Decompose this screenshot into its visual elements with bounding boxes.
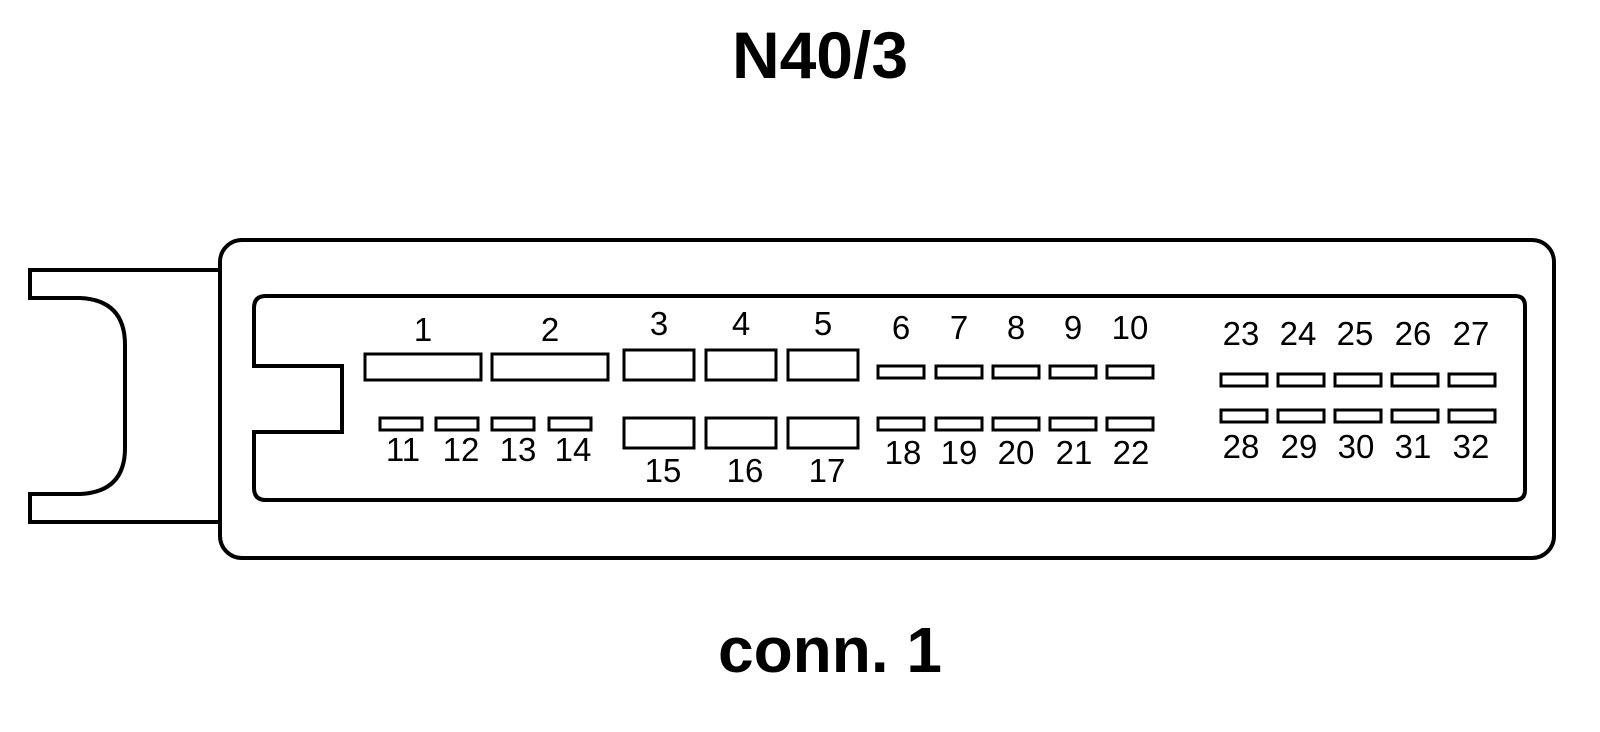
pin-number-23: 23 xyxy=(1223,315,1260,352)
pin-number-3: 3 xyxy=(650,305,668,342)
pin-terminal-3 xyxy=(622,348,696,382)
pin-terminal-31 xyxy=(1390,408,1440,424)
pin-terminal-16 xyxy=(704,416,778,450)
pin-number-29: 29 xyxy=(1281,428,1318,465)
pin-number-22: 22 xyxy=(1113,434,1150,471)
pin-terminal-25 xyxy=(1333,372,1383,388)
pin-terminal-29 xyxy=(1276,408,1326,424)
pin-number-10: 10 xyxy=(1112,309,1149,346)
pin-terminal-17 xyxy=(786,416,860,450)
pin-terminal-10 xyxy=(1105,364,1155,380)
pin-terminal-26 xyxy=(1390,372,1440,388)
pin-number-16: 16 xyxy=(727,452,764,489)
pin-number-26: 26 xyxy=(1395,315,1432,352)
pin-terminal-2 xyxy=(490,352,610,382)
pin-number-21: 21 xyxy=(1056,434,1093,471)
pin-number-18: 18 xyxy=(885,434,922,471)
pin-terminal-1 xyxy=(363,352,483,382)
pin-terminal-30 xyxy=(1333,408,1383,424)
pin-number-14: 14 xyxy=(555,431,592,468)
pin-terminal-6 xyxy=(876,364,926,380)
pin-terminal-18 xyxy=(876,416,926,432)
pin-number-13: 13 xyxy=(500,431,537,468)
pin-number-32: 32 xyxy=(1453,428,1490,465)
pin-terminal-14 xyxy=(547,416,593,432)
connector-caption: conn. 1 xyxy=(718,614,942,686)
pin-terminals xyxy=(363,348,1497,450)
pin-terminal-8 xyxy=(991,364,1041,380)
pin-number-6: 6 xyxy=(892,309,910,346)
pin-number-11: 11 xyxy=(386,431,420,468)
pin-number-5: 5 xyxy=(814,305,832,342)
pin-number-25: 25 xyxy=(1337,315,1374,352)
pin-terminal-7 xyxy=(934,364,984,380)
pin-number-20: 20 xyxy=(998,434,1035,471)
pin-terminal-15 xyxy=(622,416,696,450)
pin-number-8: 8 xyxy=(1007,309,1025,346)
pin-number-19: 19 xyxy=(941,434,978,471)
pin-number-4: 4 xyxy=(732,305,750,342)
pin-terminal-13 xyxy=(490,416,536,432)
pin-terminal-24 xyxy=(1276,372,1326,388)
pin-terminal-4 xyxy=(704,348,778,382)
pin-terminal-20 xyxy=(991,416,1041,432)
pin-number-9: 9 xyxy=(1064,309,1082,346)
pin-number-30: 30 xyxy=(1338,428,1375,465)
connector-inner-face xyxy=(252,294,1527,502)
pin-terminal-19 xyxy=(934,416,984,432)
pin-terminal-5 xyxy=(786,348,860,382)
pin-number-28: 28 xyxy=(1223,428,1260,465)
pin-number-15: 15 xyxy=(645,452,682,489)
pin-terminal-27 xyxy=(1447,372,1497,388)
pin-number-12: 12 xyxy=(443,431,480,468)
pin-terminal-28 xyxy=(1219,408,1269,424)
pin-number-1: 1 xyxy=(414,311,432,348)
pin-terminal-32 xyxy=(1447,408,1497,424)
pin-number-2: 2 xyxy=(541,311,559,348)
pin-terminal-21 xyxy=(1048,416,1098,432)
pin-terminal-12 xyxy=(434,416,480,432)
pin-number-17: 17 xyxy=(809,452,846,489)
pin-terminal-11 xyxy=(378,416,424,432)
diagram-title: N40/3 xyxy=(732,18,908,92)
pin-number-27: 27 xyxy=(1453,315,1490,352)
pin-number-31: 31 xyxy=(1395,428,1432,465)
pin-number-24: 24 xyxy=(1280,315,1317,352)
pin-terminal-23 xyxy=(1219,372,1269,388)
pin-terminal-22 xyxy=(1105,416,1155,432)
pin-number-7: 7 xyxy=(950,309,968,346)
pin-terminal-9 xyxy=(1048,364,1098,380)
connector-latch xyxy=(28,268,222,524)
